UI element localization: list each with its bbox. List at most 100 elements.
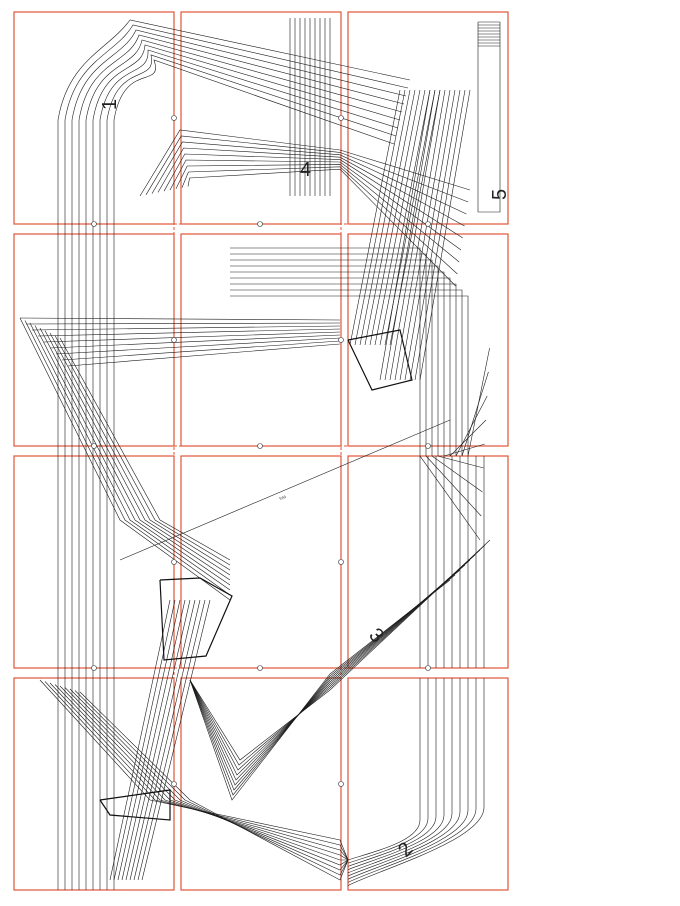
registration-mark <box>171 115 177 121</box>
bottom-strap-line <box>64 687 349 866</box>
piece-3-size-line <box>230 265 484 469</box>
fold-label: fold <box>279 494 287 501</box>
bottom-bold-outline <box>99 789 171 821</box>
piece-1-size-line <box>92 44 401 890</box>
strap-b-line <box>374 89 426 346</box>
piece-3-size-line <box>230 271 485 457</box>
piece-3-diagonal <box>189 574 456 796</box>
registration-mark <box>338 781 344 787</box>
piece-5-outline <box>477 22 501 213</box>
registration-mark <box>425 665 431 671</box>
piece-3-size-line <box>230 259 483 493</box>
registration-mark <box>257 221 263 227</box>
yoke-line <box>31 325 341 331</box>
strap-diagonal <box>133 599 201 881</box>
piece-1-body-line <box>187 168 456 287</box>
piece-3-size-line <box>230 253 482 517</box>
piece-1-body-line <box>157 147 465 227</box>
piece-1-size-line <box>85 39 403 890</box>
strap-diagonal <box>113 599 176 881</box>
strap-a-line <box>44 330 231 576</box>
piece-3-size-line <box>230 247 481 541</box>
piece-2-size-line <box>347 678 469 880</box>
tile-r3c1 <box>13 455 175 669</box>
registration-mark <box>425 221 431 227</box>
strap-diagonal <box>141 599 211 881</box>
fold-line <box>119 419 451 561</box>
piece-1-body-line <box>163 153 463 239</box>
strap-diagonal <box>109 599 171 881</box>
strap-b-line <box>359 89 411 346</box>
strap-c-line <box>414 89 466 381</box>
registration-mark <box>338 115 344 121</box>
strap-a-line <box>59 337 231 561</box>
piece-1-size-line <box>71 29 407 890</box>
bottom-strap-line <box>39 679 349 861</box>
piece-2-size-line <box>347 678 437 867</box>
registration-mark <box>257 443 263 449</box>
strap-diagonal <box>117 599 181 881</box>
yoke-line <box>37 328 341 337</box>
strap-diagonal <box>121 599 186 881</box>
strap-c-line <box>389 89 441 381</box>
yoke-line <box>61 340 341 361</box>
strap-b-line <box>354 89 406 346</box>
strap-c-line <box>399 89 451 381</box>
bottom-strap-line <box>74 690 349 876</box>
strap-c-line <box>419 89 471 381</box>
strap-b-line <box>389 89 441 346</box>
registration-mark <box>257 665 263 671</box>
piece-1-body-line <box>151 141 467 215</box>
bottom-strap-line <box>44 681 349 861</box>
strap-b-line <box>379 89 431 346</box>
bottom-strap-line <box>59 685 348 861</box>
yoke-line <box>49 334 341 349</box>
strap-diagonal <box>125 599 191 881</box>
piece-3-size-line <box>230 289 489 457</box>
piece-3-size-line <box>230 283 488 457</box>
piece-2-size-line <box>347 678 461 877</box>
piece-1-body-line <box>175 164 460 263</box>
piece-1-body-line <box>145 135 469 203</box>
strap-b-line <box>369 89 421 346</box>
registration-mark <box>338 337 344 343</box>
piece-1-size-line <box>64 24 409 890</box>
registration-mark <box>91 221 97 227</box>
tile-r1c3 <box>347 11 509 225</box>
strap-a-line <box>34 325 231 586</box>
piece-3-size-line <box>230 295 490 457</box>
tile-r3c2 <box>180 455 342 669</box>
piece-3-diagonal <box>189 559 471 781</box>
registration-marks <box>91 115 431 787</box>
strap-diagonal <box>129 599 196 881</box>
registration-mark <box>171 559 177 565</box>
strap-b-line <box>349 89 401 346</box>
yoke-line <box>67 343 341 367</box>
bottom-strap-line <box>69 688 349 871</box>
registration-mark <box>91 443 97 449</box>
piece-2-size-line <box>347 678 429 864</box>
piece-1-size-line <box>113 59 395 890</box>
piece-3-diagonal <box>189 554 476 776</box>
piece-2-size-line <box>347 678 485 886</box>
pattern-pieces <box>19 18 501 890</box>
piece-3-diagonal <box>189 549 481 771</box>
piece-4-bold-outline <box>159 577 233 661</box>
piece-2-size-line <box>347 678 445 870</box>
piece-1-size-line <box>78 34 405 890</box>
strap-a-line <box>54 335 231 566</box>
tile-r1c2 <box>180 11 342 225</box>
registration-mark <box>171 337 177 343</box>
strap-c-line <box>404 89 456 381</box>
strap-c-line <box>394 89 446 381</box>
registration-mark <box>171 781 177 787</box>
registration-mark <box>338 559 344 565</box>
strap-a-line <box>39 327 231 581</box>
strap-a-line <box>19 317 231 601</box>
piece-2-size-line <box>347 678 421 861</box>
strap-diagonal <box>137 599 206 881</box>
piece-3-diagonal <box>189 569 461 791</box>
registration-mark <box>91 665 97 671</box>
piece-1-body-line <box>169 159 462 251</box>
strap-c-line <box>409 89 461 381</box>
